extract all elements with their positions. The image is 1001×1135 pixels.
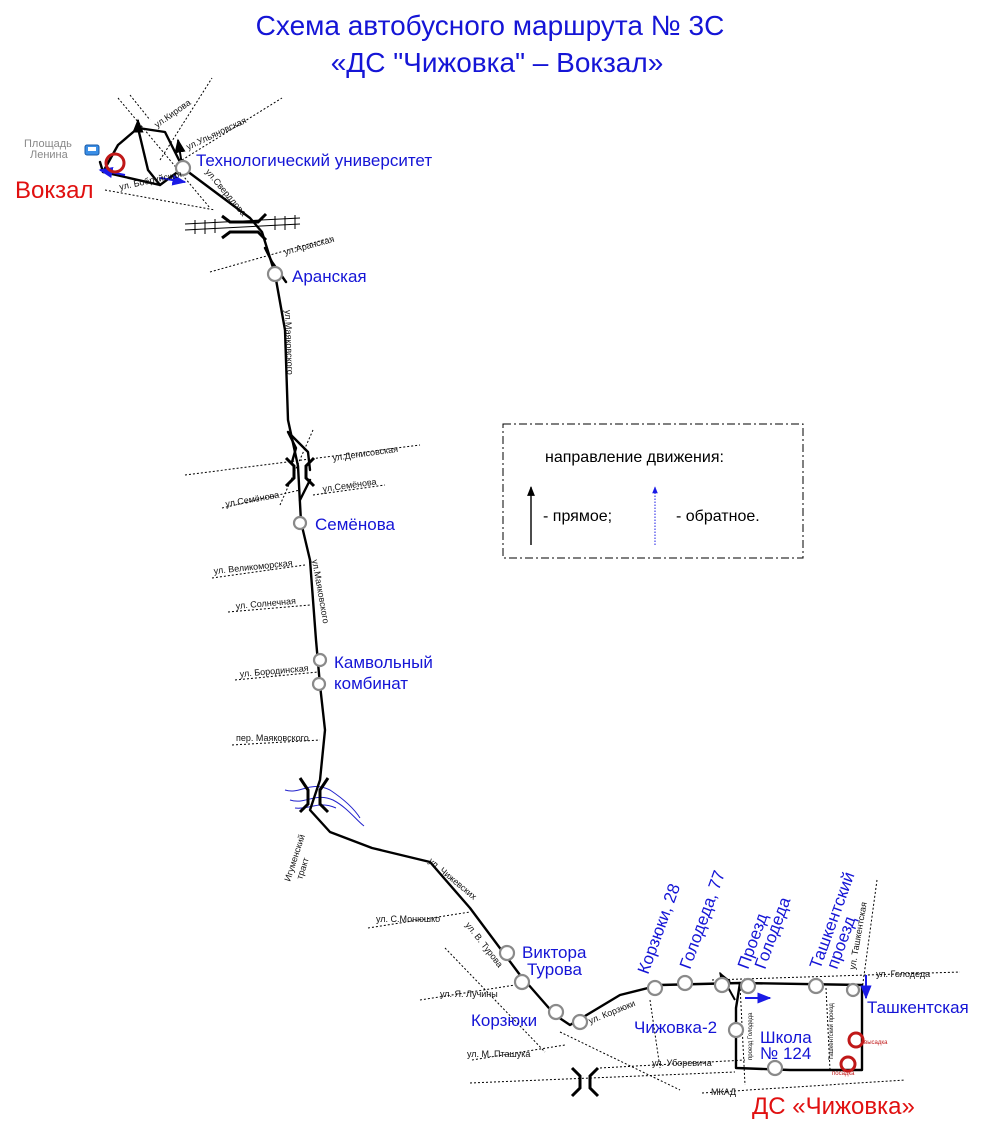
landmark-posadka: посадка [832, 1071, 855, 1077]
street-golodeda: ул. Голодеда [876, 969, 930, 979]
stop-aranskaya: Аранская [292, 267, 367, 286]
street-lines [104, 77, 961, 1094]
street-ptashuka: ул. М. Пташука [467, 1049, 530, 1059]
street-semenova-left: ул.Семёнова [225, 490, 280, 509]
street-mayakovskogo-1: ул.Маяковского [283, 310, 295, 375]
street-korzyuki: ул. Корзюки [587, 998, 637, 1026]
legend-forward: - прямое; [543, 508, 612, 525]
street-chizhevskih: ул. Чижевских [427, 856, 479, 902]
terminal-loop-icon [104, 152, 865, 1073]
legend-title: направление движения: [545, 449, 724, 466]
stop-viktora-line2: Турова [527, 960, 582, 979]
route-branch [136, 126, 162, 187]
bus-icon [84, 144, 100, 156]
terminal-chizhovka: ДС «Чижовка» [752, 1093, 915, 1120]
stop-school-line2: № 124 [760, 1044, 811, 1063]
bridge-icon [298, 777, 330, 814]
street-tashkentsky-proezd: Ташкентский проезд [828, 1003, 835, 1060]
stop-tech-university: Технологический университет [196, 151, 432, 170]
street-proezd-golodeda: проезд Голодеда [748, 1012, 754, 1060]
street-borodinskaya: ул. Бородинская [239, 663, 309, 679]
stop-semenova: Семёнова [315, 515, 396, 534]
street-sverdlova: ул.Свердлова [203, 167, 248, 218]
reverse-arrow-icon [98, 166, 872, 1004]
street-kirova: ул.Кирова [152, 97, 192, 129]
map-title-line2: «ДС "Чижовка" – Вокзал» [331, 47, 664, 78]
street-velikomorskaya: ул. Великоморская [213, 558, 293, 576]
stop-circles [174, 159, 861, 1077]
stop-tashkentskaya: Ташкентская [867, 998, 969, 1017]
route-split [286, 430, 312, 502]
river-icon [284, 785, 365, 827]
street-semenova-right: ул.Семёнова [322, 477, 377, 494]
street-mkad: МКАД [711, 1087, 736, 1097]
street-uborevicha: ул. Уборевича [652, 1058, 712, 1068]
stop-kamvolny-line2: комбинат [334, 674, 408, 693]
legend-reverse: - обратное. [676, 508, 760, 525]
stop-viktora-line1: Виктора [522, 943, 587, 962]
terminal-vokzal: Вокзал [15, 177, 93, 204]
bridge-icon [570, 1066, 600, 1098]
landmark-vysadka: высадка [864, 1040, 888, 1046]
stop-kamvolny-line1: Камвольный [334, 653, 433, 672]
street-denisovskaya: ул.Денисовская [332, 444, 399, 463]
street-monyushko: ул. С.Монюшко [376, 914, 440, 924]
street-per-mayakovskogo: пер. Маяковского [236, 733, 309, 743]
street-luchiny: ул. Я. Лучины [440, 989, 498, 999]
stop-school-line1: Школа [760, 1028, 812, 1047]
stop-golodeda-77: Голодеда, 77 [676, 868, 729, 971]
street-aranskaya: ул.Аранская [283, 234, 336, 257]
street-ulyanovskaya: ул.Ульяновская [185, 115, 248, 152]
map-title-line1: Схема автобусного маршрута № 3С [256, 10, 725, 41]
legend: направление движения: - прямое; - обратн… [502, 423, 804, 559]
stop-chizhovka-2: Чижовка-2 [634, 1018, 717, 1037]
landmark-ploshchad-line1: Площадь [24, 138, 72, 150]
stop-korzyuki: Корзюки [471, 1011, 537, 1030]
landmark-ploshchad-line2: Ленина [30, 149, 69, 161]
